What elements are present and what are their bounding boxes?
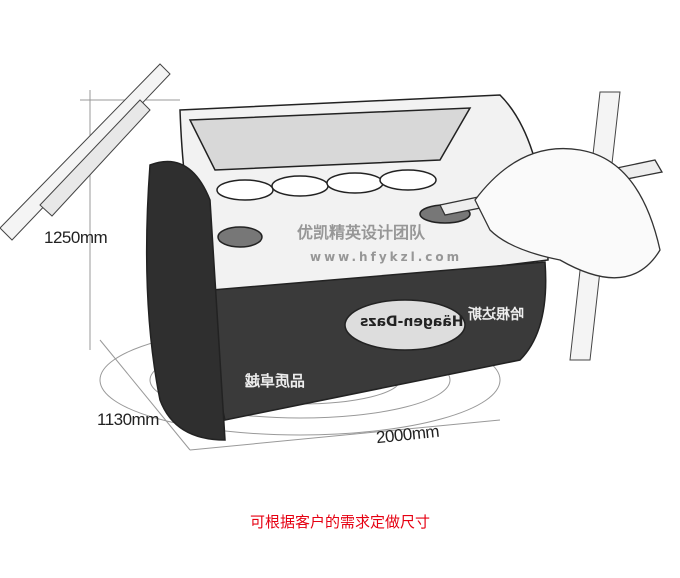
custom-size-caption: 可根据客户的需求定做尺寸 — [249, 513, 430, 531]
cabinet-brand-cn-text: 哈根达斯 — [468, 307, 524, 323]
cabinet-slogan-text: 品质卓越 — [245, 372, 306, 390]
cabinet-side-panel — [145, 160, 226, 441]
cabinet-brand-text: Häagen-Dazs — [360, 314, 464, 330]
hand — [474, 147, 661, 279]
hand-with-pencil — [439, 147, 664, 279]
height-dimension-label: 1250mm — [44, 228, 108, 247]
depth-dimension-label: 1130mm — [97, 410, 159, 429]
watermark-name: 优凯精英设计团队 — [297, 223, 426, 242]
watermark-url: www.hfykzl.com — [310, 250, 463, 264]
ruler-left — [0, 63, 171, 241]
brand-oval — [344, 299, 466, 351]
